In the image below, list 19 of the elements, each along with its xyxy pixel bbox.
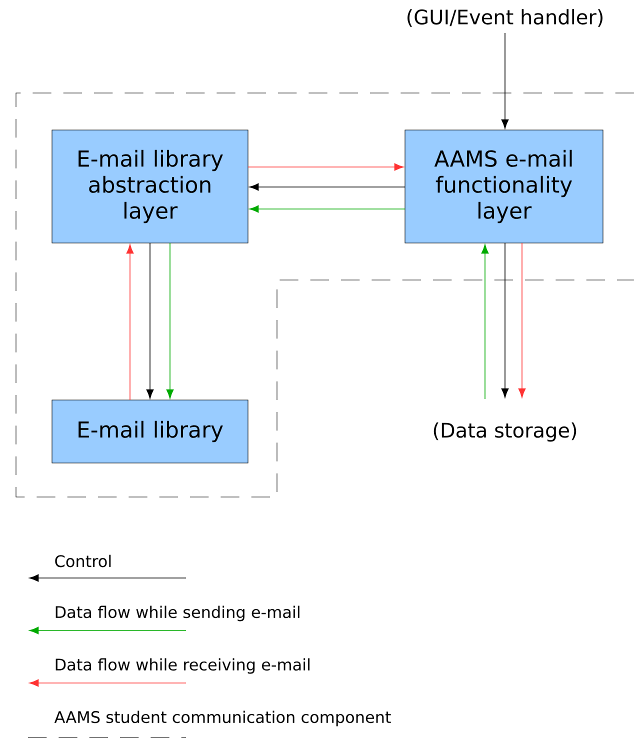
component-label: (Data storage): [434, 422, 576, 442]
arrow: [249, 205, 406, 213]
legend-text: AAMS student communication component: [54, 710, 391, 726]
arrow: [126, 244, 134, 400]
component-label: (GUI/Event handler): [408, 9, 602, 27]
arrow: [146, 242, 154, 399]
arrow: [166, 242, 174, 399]
arrow: [501, 32, 509, 129]
legend-text: Control: [55, 554, 111, 568]
arrow: [501, 242, 509, 398]
layer-box: AAMS e-mail functionality layer: [404, 130, 604, 244]
arrow: [248, 163, 404, 171]
arrow: [249, 183, 406, 191]
layer-box: E-mail library: [52, 400, 248, 464]
layer-box: E-mail library abstraction layer: [52, 130, 248, 244]
arrow: [481, 244, 489, 400]
legend-text: Data flow while receiving e-mail: [56, 658, 310, 674]
arrow: [518, 242, 526, 398]
legend-text: Data flow while sending e-mail: [56, 606, 300, 622]
